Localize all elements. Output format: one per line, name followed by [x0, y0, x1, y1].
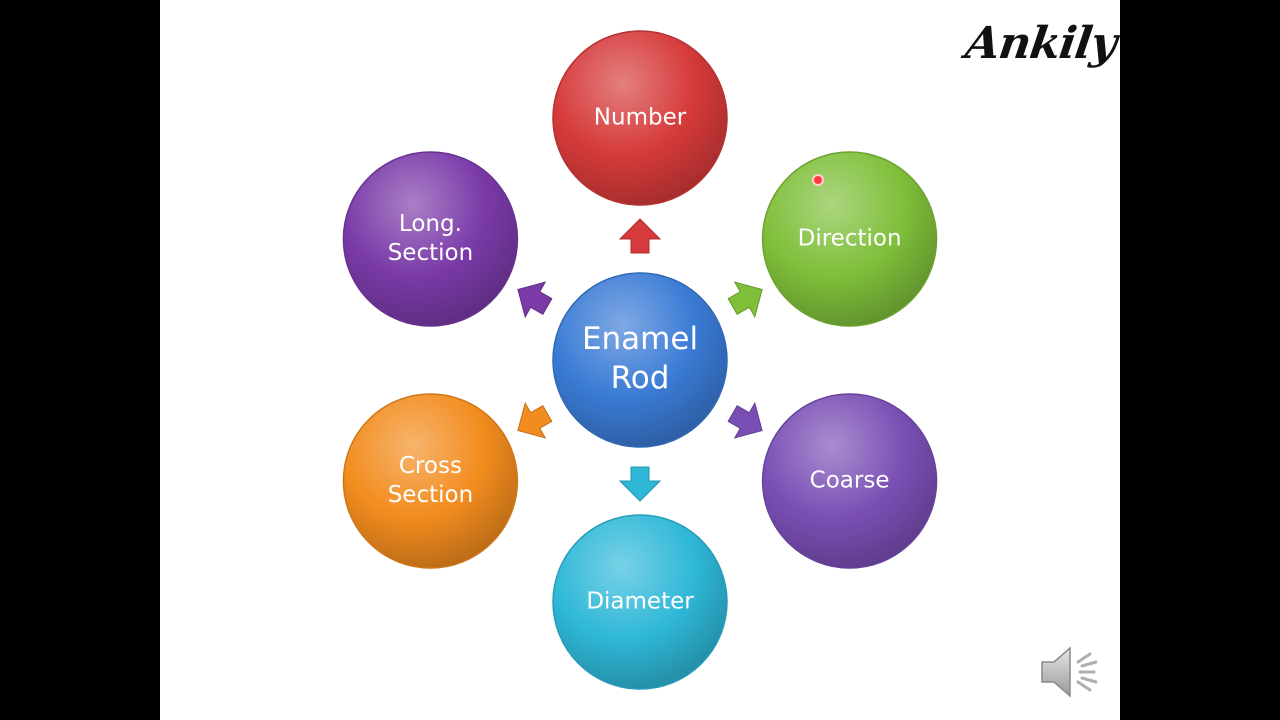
node-direction — [761, 151, 938, 327]
node-label-diameter: Diameter — [586, 589, 694, 615]
center-node-label: Enamel — [582, 321, 698, 357]
node-long-section — [342, 151, 519, 327]
node-label-cross-section: Cross — [399, 453, 462, 479]
node-coarse — [761, 393, 938, 569]
speaker-icon[interactable] — [1038, 640, 1104, 704]
arrow-to-coarse — [727, 401, 763, 439]
node-label-direction: Direction — [798, 226, 902, 252]
arrow-to-long-section — [517, 281, 553, 319]
node-label-long-section: Long. — [399, 211, 462, 237]
center-node-label: Rod — [611, 360, 670, 396]
node-diameter — [552, 514, 728, 690]
arrow-to-cross-section — [517, 401, 553, 439]
arrow-to-number — [618, 218, 662, 254]
node-number — [552, 30, 728, 206]
node-cross-section — [342, 393, 519, 569]
center-node-enamel-rod — [552, 272, 728, 448]
node-label-coarse: Coarse — [810, 468, 890, 494]
arrow-to-diameter — [618, 466, 662, 502]
node-label-cross-section: Section — [388, 482, 473, 508]
logo-ankily: Ankily — [962, 18, 1120, 69]
node-label-number: Number — [594, 105, 687, 131]
arrow-to-direction — [727, 281, 763, 319]
node-label-long-section: Section — [388, 240, 473, 266]
laser-pointer-dot — [814, 176, 822, 184]
